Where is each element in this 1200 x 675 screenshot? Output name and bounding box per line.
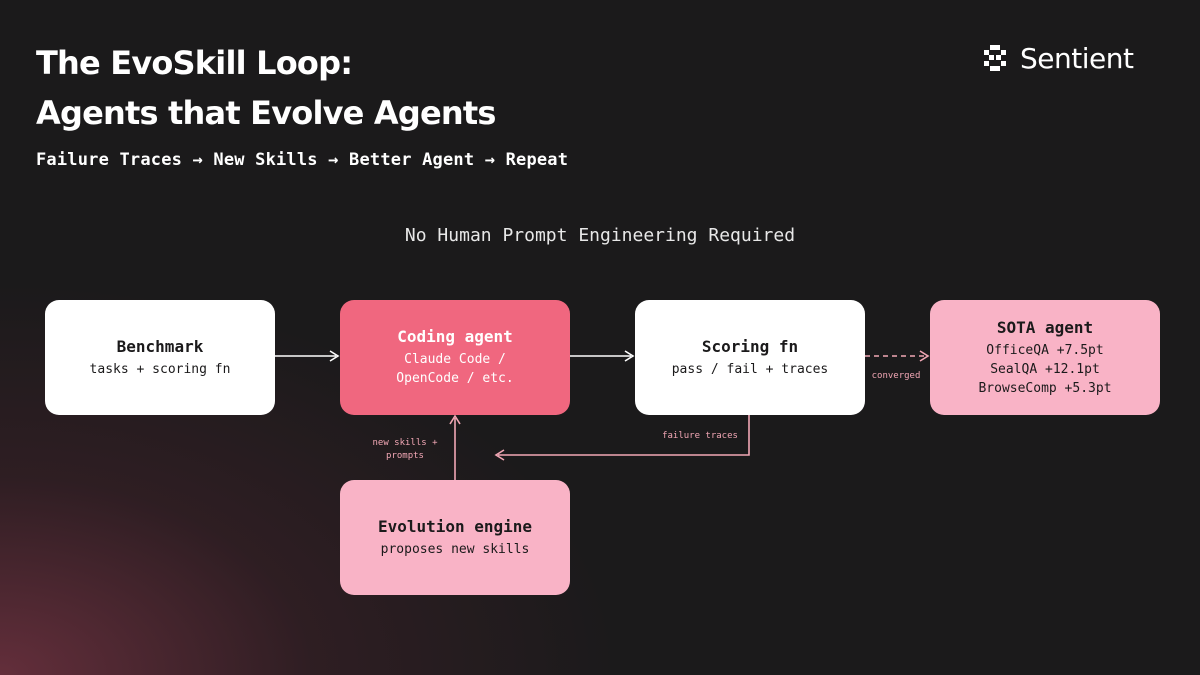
benchmark-title: Benchmark	[116, 336, 204, 356]
sota-agent-title: SOTA agent	[996, 317, 1094, 337]
coding-agent-node: Coding agent Claude Code / OpenCode / et…	[340, 300, 570, 415]
evolution-engine-title: Evolution engine	[377, 516, 533, 536]
scoring-fn-title: Scoring fn	[701, 336, 799, 356]
title-line-1: The EvoSkill Loop:	[36, 44, 353, 82]
arrowhead-scoring	[624, 350, 635, 362]
coding-agent-line-2: OpenCode / etc.	[396, 371, 514, 386]
arrowhead-sota	[919, 350, 930, 362]
edge-label-converged: converged	[871, 371, 921, 381]
page-title: The EvoSkill Loop: Agents that Evolve Ag…	[36, 38, 496, 138]
sota-agent-line-3: BrowseComp +5.3pt	[978, 380, 1112, 396]
scoring-fn-node: Scoring fn pass / fail + traces	[635, 300, 865, 415]
loop-subtitle: Failure Traces → New Skills → Better Age…	[36, 150, 569, 170]
arrowhead-failure-traces	[494, 449, 505, 461]
scoring-fn-line-1: pass / fail + traces	[671, 361, 829, 377]
edge-label-new-skills-line-2: prompts	[386, 451, 424, 461]
benchmark-line-1: tasks + scoring fn	[89, 361, 231, 377]
evolution-engine-node: Evolution engine proposes new skills	[340, 480, 570, 595]
edge-label-new-skills: new skills + prompts	[360, 437, 450, 463]
coding-agent-title: Coding agent	[397, 327, 513, 346]
edge-failure-traces	[498, 415, 750, 456]
arrowhead-coding	[329, 350, 340, 362]
sota-agent-line-2: SealQA +12.1pt	[990, 361, 1100, 377]
brand-logo: Sentient	[980, 41, 1134, 75]
coding-agent-line-1: Claude Code /	[404, 352, 506, 367]
title-line-2: Agents that Evolve Agents	[36, 94, 496, 132]
benchmark-node: Benchmark tasks + scoring fn	[45, 300, 275, 415]
tagline: No Human Prompt Engineering Required	[404, 225, 796, 246]
arrowhead-evolution	[449, 414, 461, 425]
sentient-logo-icon	[984, 45, 1006, 71]
brand-name: Sentient	[1020, 41, 1134, 75]
edge-label-new-skills-line-1: new skills +	[372, 438, 438, 448]
evolution-engine-line-1: proposes new skills	[380, 541, 530, 557]
sota-agent-node: SOTA agent OfficeQA +7.5pt SealQA +12.1p…	[930, 300, 1160, 415]
edge-label-failure-traces: failure traces	[662, 431, 738, 441]
sota-agent-line-1: OfficeQA +7.5pt	[986, 342, 1104, 358]
